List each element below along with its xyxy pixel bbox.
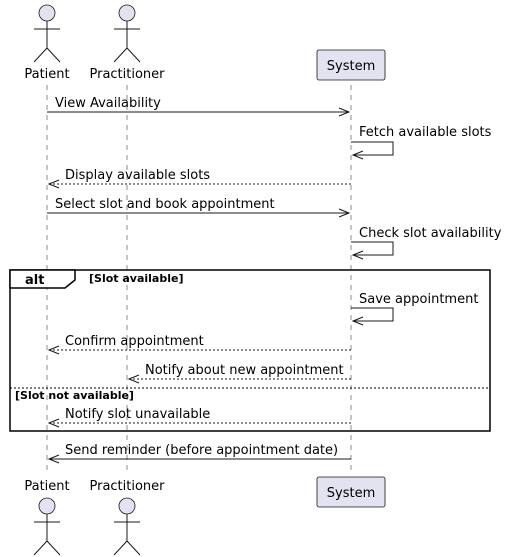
practitioner-actor-top: [113, 4, 141, 63]
message-label-6: Save appointment: [359, 292, 478, 307]
system-box-top: [316, 49, 386, 81]
arrowhead-4: [338, 208, 351, 218]
arrowhead-8: [127, 374, 140, 384]
alt-keyword: alt: [25, 273, 44, 288]
arrowhead-5: [351, 250, 364, 260]
arrowhead-3: [47, 179, 60, 189]
practitioner-head-icon-bottom: [118, 497, 136, 515]
arrowhead-1: [338, 107, 351, 117]
message-label-9: Notify slot unavailable: [65, 407, 210, 422]
arrowhead-10: [47, 454, 60, 464]
patient-label-top: Patient: [24, 67, 69, 82]
message-arrow-6: [351, 307, 394, 322]
patient-actor-bottom: [33, 497, 61, 556]
alt-fragment-tab: [9, 269, 76, 289]
system-box-bottom: [316, 476, 386, 508]
alt-guard-slot-available: [Slot available]: [89, 272, 183, 285]
practitioner-actor-bottom: [113, 497, 141, 556]
patient-label-bottom: Patient: [24, 479, 69, 494]
message-label-4: Select slot and book appointment: [55, 197, 275, 212]
message-label-5: Check slot availability: [359, 226, 502, 241]
practitioner-label-top: Practitioner: [89, 67, 165, 82]
patient-head-icon: [38, 4, 56, 22]
message-label-8: Notify about new appointment: [145, 363, 344, 378]
arrowhead-9: [47, 418, 60, 428]
system-label-top: System: [327, 59, 375, 74]
practitioner-head-icon: [118, 4, 136, 22]
message-label-10: Send reminder (before appointment date): [65, 443, 338, 458]
alt-guard-slot-not-available: [Slot not available]: [15, 389, 134, 402]
arrowhead-7: [47, 345, 60, 355]
arrowhead-2: [351, 150, 364, 160]
message-label-3: Display available slots: [65, 168, 210, 183]
patient-head-icon-bottom: [38, 497, 56, 515]
alt-fragment-frame: [9, 269, 491, 432]
patient-actor-top: [33, 4, 61, 63]
message-label-7: Confirm appointment: [65, 334, 204, 349]
system-label-bottom: System: [327, 486, 375, 501]
practitioner-label-bottom: Practitioner: [89, 479, 165, 494]
message-label-2: Fetch available slots: [359, 125, 492, 140]
message-label-1: View Availability: [55, 96, 161, 111]
message-arrow-2: [351, 141, 394, 156]
arrowhead-6: [351, 316, 364, 326]
message-arrow-5: [351, 241, 394, 256]
